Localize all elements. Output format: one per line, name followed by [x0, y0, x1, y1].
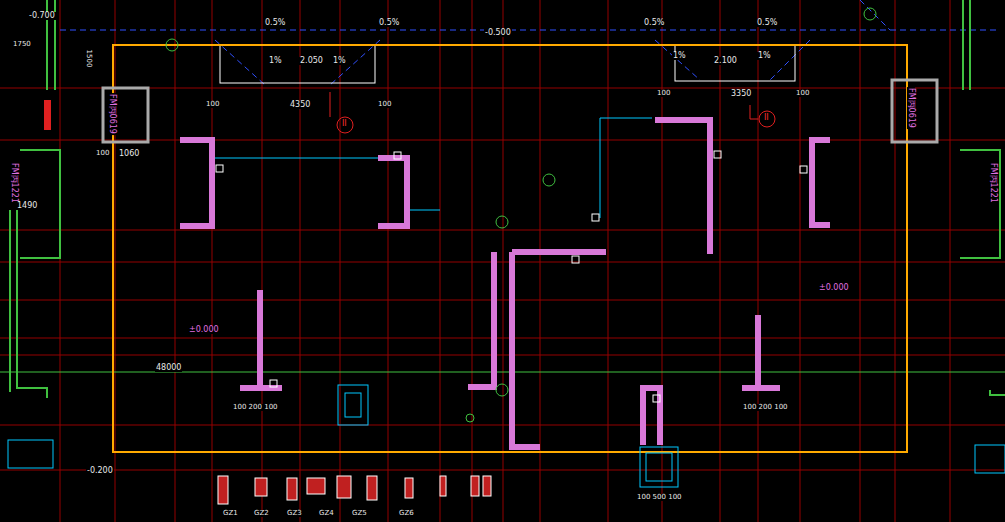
door-tag: FM丙1221: [10, 162, 18, 204]
dimension-label: II: [341, 120, 348, 128]
dimension-label: 100 200 100: [232, 404, 279, 411]
dimension-label: 1060: [118, 150, 140, 158]
dimension-label: 1%: [757, 52, 772, 60]
dimension-label: 0.5%: [643, 19, 665, 27]
dimension-label: -0.200: [86, 467, 114, 475]
dimension-label: 1%: [332, 57, 347, 65]
dimension-label: 100: [95, 150, 110, 157]
dimension-label: 100 500 100: [636, 494, 683, 501]
dimension-label: GZ3: [286, 510, 303, 517]
dimension-label: ±0.000: [818, 284, 850, 292]
door-tag: FM丙0619: [907, 87, 915, 129]
dimension-label: 4350: [289, 101, 311, 109]
dimension-label: 1750: [12, 41, 32, 48]
dimension-label: 1%: [268, 57, 283, 65]
dimension-label: 0.5%: [264, 19, 286, 27]
dimension-label: 100 200 100: [742, 404, 789, 411]
door-tag: 1500: [85, 48, 92, 68]
dimension-label: 2.050: [299, 57, 324, 65]
dimension-label: -0.700: [28, 12, 56, 20]
door-tag: FM丙1221: [989, 162, 997, 204]
dimension-label: 100: [656, 90, 671, 97]
dimension-label: 3350: [730, 90, 752, 98]
dimension-label: ±0.000: [188, 326, 220, 334]
dimension-label: 2.100: [713, 57, 738, 65]
dimension-label: 100: [205, 101, 220, 108]
dimension-label: -0.500: [484, 29, 512, 37]
dimension-label: GZ5: [351, 510, 368, 517]
dimension-label: GZ4: [318, 510, 335, 517]
dimension-label: 100: [377, 101, 392, 108]
dimension-label: 100: [795, 90, 810, 97]
dimension-label: 0.5%: [756, 19, 778, 27]
dimension-label: GZ2: [253, 510, 270, 517]
dimension-label: 1490: [16, 202, 38, 210]
dimension-label: GZ6: [398, 510, 415, 517]
dimension-label: II: [763, 114, 770, 122]
dimension-label: 0.5%: [378, 19, 400, 27]
dimension-label: 48000: [155, 364, 182, 372]
dimension-label: GZ1: [222, 510, 239, 517]
dimension-label: 1%: [672, 52, 687, 60]
door-tag: FM丙0619: [108, 93, 116, 135]
